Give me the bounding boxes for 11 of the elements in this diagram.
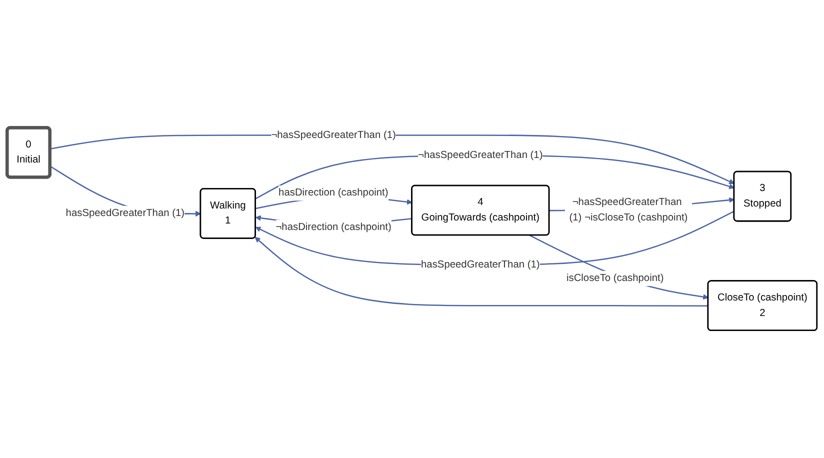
edge-label: hasSpeedGreaterThan (1)	[66, 208, 185, 219]
edge-label: hasSpeedGreaterThan (1)	[421, 259, 540, 270]
edge-label: hasDirection (cashpoint)	[278, 187, 388, 198]
arrow	[529, 234, 709, 300]
edge-label: ¬hasSpeedGreaterThan (1)	[271, 130, 396, 140]
edge-label: ¬hasSpeedGreaterThan (1)	[418, 150, 543, 161]
arrow	[254, 236, 708, 307]
edge-label: ¬hasSpeedGreaterThan (1) ¬isCloseTo (cashpoint)	[569, 196, 688, 223]
edge-label: isCloseTo (cashpoint)	[566, 272, 664, 284]
arrow	[50, 134, 735, 184]
edge-label: ¬hasDirection (cashpoint)	[276, 222, 392, 232]
